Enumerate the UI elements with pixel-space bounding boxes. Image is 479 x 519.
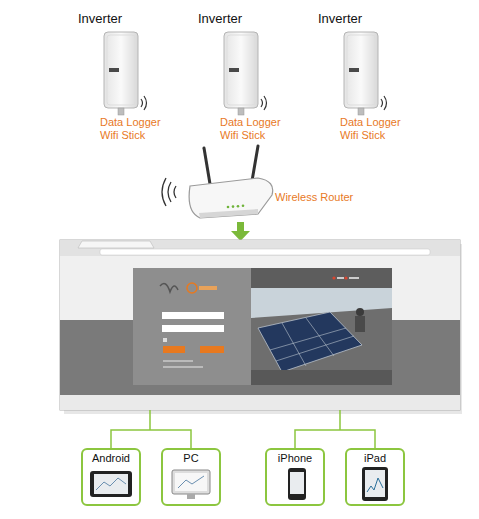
router-node: Wireless Router bbox=[155, 140, 365, 220]
browser-screenshot bbox=[60, 240, 462, 414]
device-box: Android bbox=[81, 448, 141, 506]
device-label: iPad bbox=[347, 452, 403, 465]
logger-label: Data Logger Wifi Stick bbox=[220, 116, 286, 142]
leader-lines bbox=[111, 410, 375, 448]
inverter-node: InverterData Logger Wifi Stick bbox=[78, 10, 174, 142]
router-drawing bbox=[162, 146, 273, 218]
inverter-drawing bbox=[104, 32, 147, 115]
device-box: PC bbox=[161, 448, 221, 506]
flow-arrow bbox=[231, 222, 250, 241]
logger-label: Data Logger Wifi Stick bbox=[340, 116, 406, 142]
device-label: PC bbox=[163, 452, 219, 465]
logger-label: Data Logger Wifi Stick bbox=[100, 116, 166, 142]
device-label: Android bbox=[83, 452, 139, 465]
inverter-title: Inverter bbox=[78, 12, 122, 25]
inverter-node: InverterData Logger Wifi Stick bbox=[198, 10, 294, 142]
router-label: Wireless Router bbox=[275, 191, 353, 204]
inverter-node: InverterData Logger Wifi Stick bbox=[318, 10, 414, 142]
inverter-drawing bbox=[224, 32, 267, 115]
inverter-title: Inverter bbox=[198, 12, 242, 25]
device-box: iPad bbox=[345, 448, 405, 506]
inverter-drawing bbox=[344, 32, 387, 115]
inverter-title: Inverter bbox=[318, 12, 362, 25]
device-box: iPhone bbox=[265, 448, 325, 506]
device-label: iPhone bbox=[267, 452, 323, 465]
